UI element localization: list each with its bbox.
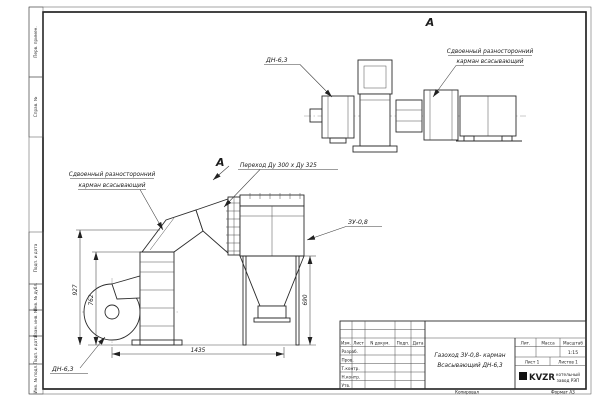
tb-col-izm: Изм. <box>341 341 351 346</box>
tb-scale-label: Масштаб <box>563 341 583 346</box>
margin-box <box>28 76 44 138</box>
tb-row-tkontr: Т.контр. <box>341 366 360 371</box>
logo-text: KVZR <box>529 373 555 383</box>
leader-line <box>299 64 333 98</box>
fan-unit <box>321 95 355 139</box>
fan-unit-base <box>329 137 347 144</box>
inlet-casing-inner <box>363 65 387 89</box>
inlet-casing <box>357 59 393 95</box>
callout-hopper: ЗУ-0,8 <box>348 219 368 226</box>
doc-name-line1: Газоход ЗУ-0,8- карман <box>434 353 505 359</box>
tb-scale-value: 1:15 <box>568 350 578 356</box>
margin-label-sign-date-2: Подп. и дата <box>33 335 38 364</box>
tb-col-data: Дата <box>413 341 424 346</box>
shaft <box>309 108 323 123</box>
callout-transition: Переход Ду 300 х Ду 325 <box>240 163 317 169</box>
paper-edge <box>28 6 592 395</box>
margin-box <box>28 363 44 395</box>
hopper-outlet <box>257 305 287 319</box>
dim-927: 927 <box>73 284 79 295</box>
margin-label-first-use: Перв. примен. <box>33 26 38 57</box>
company-line2: завод РЭП <box>557 378 580 383</box>
fan-outlet <box>111 275 141 300</box>
flange-bolts <box>226 202 242 252</box>
pocket-front <box>423 89 459 141</box>
leader-line <box>432 65 457 98</box>
leader-line <box>139 189 164 231</box>
hopper-cap <box>239 194 305 207</box>
margin-label-ref-no: Справ. № <box>33 96 38 117</box>
pocket-foot <box>501 135 513 142</box>
view-a: А ДН-6,3 Сдвоенный разносторон <box>264 16 534 153</box>
hopper-leg <box>242 255 247 346</box>
callout-top-fan: ДН-6,3 <box>265 57 288 64</box>
dim-762: 762 <box>89 294 95 305</box>
sheet-frame <box>28 6 592 395</box>
callout-main-pocket-1: Сдвоенный разносторонний <box>69 172 156 178</box>
tb-col-list: Лист <box>353 341 364 346</box>
vertical-duct <box>359 93 391 147</box>
margin-label-sign-date: Подп. и дата <box>33 243 38 272</box>
logo-mark <box>519 372 527 380</box>
pocket-inner-wall <box>149 217 175 251</box>
leader-line <box>306 226 347 241</box>
dimensions: 927 762 1435 690 <box>73 229 316 358</box>
margin-label-inv-orig: Инв. № подл. <box>33 365 38 394</box>
leader-line <box>223 169 261 208</box>
section-mark-a: А <box>215 156 225 169</box>
drawing-frame <box>42 11 587 390</box>
hopper-cap-bolts <box>249 193 301 199</box>
format-note: Формат А3 <box>551 390 575 395</box>
tb-mass-label: Масса <box>541 341 555 346</box>
pocket-base-plate <box>131 339 183 346</box>
title-block-grid <box>340 321 586 389</box>
tb-row-razrab: Разраб. <box>342 349 358 354</box>
callout-top-pocket-1: Сдвоенный разносторонний <box>447 49 534 55</box>
title-block: Изм. Лист N докум. Подп. Дата Разраб. Пр… <box>339 320 587 390</box>
margin-label-inv-dup: Инв. № дубл. <box>33 283 38 312</box>
callout-main-fan: ДН-6,3 <box>51 366 74 373</box>
dim-1435: 1435 <box>191 348 206 354</box>
tb-col-ndoc: N докум. <box>370 341 389 346</box>
pocket-inclined-duct <box>141 209 204 253</box>
duct-base <box>352 145 398 153</box>
leader-line <box>79 336 106 369</box>
hopper-leg <box>295 255 300 346</box>
tb-lit-label: Лит. <box>521 341 531 346</box>
hopper-outlet-flange <box>253 317 291 323</box>
tb-sheets: Листов 1 <box>558 360 578 365</box>
company-line1: котельный <box>556 372 580 377</box>
view-a-label: А <box>425 16 435 29</box>
tb-sheet: Лист 1 <box>525 360 540 365</box>
mid-unit <box>395 99 423 133</box>
fan-hub <box>104 304 120 320</box>
margin-label-repl-inv: Взам. инв. № <box>33 308 38 337</box>
pocket-column <box>139 251 175 346</box>
main-view: А Сдвоенный разносторонний карман всасыв… <box>50 156 382 374</box>
pocket-foot <box>463 135 475 142</box>
hopper-cone <box>239 255 305 307</box>
callout-top-pocket-2: карман всасывающий <box>456 59 523 65</box>
tb-col-podp: Подп. <box>397 341 410 346</box>
copy-note: Копировал <box>455 390 479 395</box>
tb-row-utv: Утв. <box>342 383 351 388</box>
view-direction-arrow <box>212 165 230 181</box>
callout-main-pocket-2: карман всасывающий <box>78 183 145 189</box>
doc-name-line2: Всасывающий ДН-6,3 <box>437 363 503 369</box>
tb-row-nkontr: Н.контр. <box>342 375 361 380</box>
dim-690: 690 <box>303 294 309 305</box>
tb-row-prov: Пров. <box>342 358 354 363</box>
margin-column: Перв. примен. Справ. № Подп. и дата Инв.… <box>28 6 44 395</box>
